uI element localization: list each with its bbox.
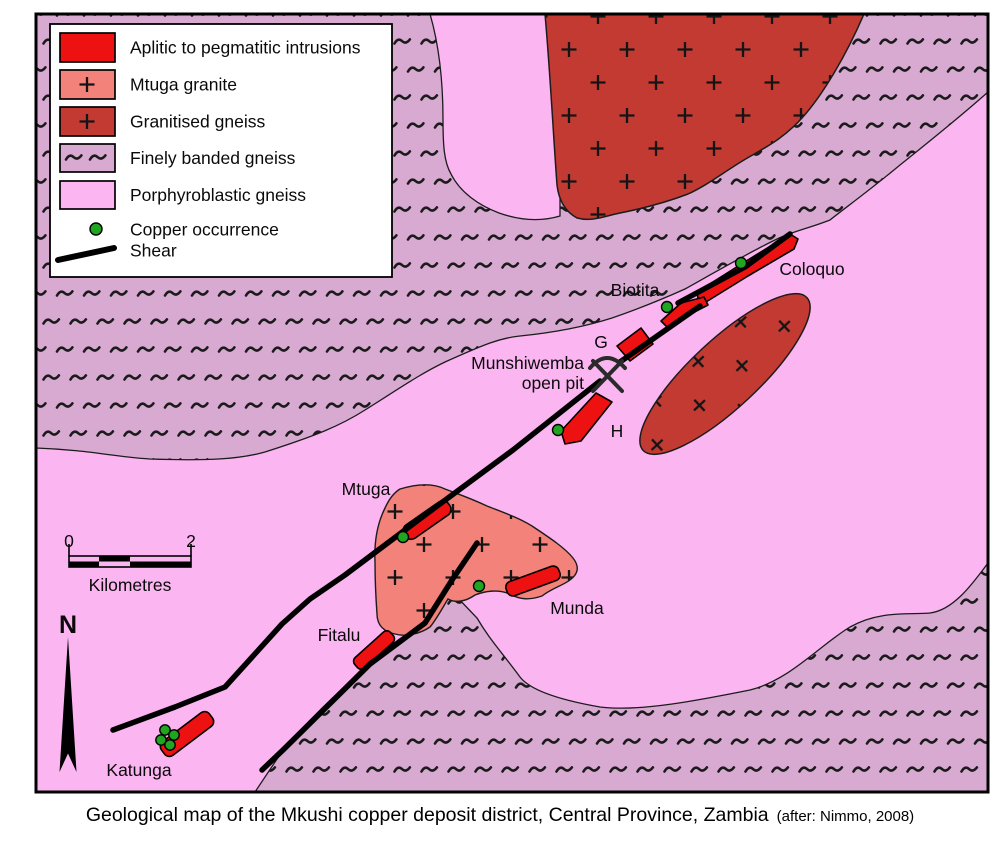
legend-copper-dot xyxy=(89,222,103,236)
label-coloquo: Coloquo xyxy=(779,259,844,279)
copper-dot-munda xyxy=(472,579,486,593)
scale-bar: 0 2 Kilometres xyxy=(64,531,196,595)
label-g: G xyxy=(594,332,608,352)
copper-dot-katunga-4 xyxy=(164,739,176,751)
crossed-hammers-icon xyxy=(588,356,627,393)
shear-main xyxy=(110,378,603,733)
legend-label-granitised-gneiss: Granitised gneiss xyxy=(130,112,265,132)
north-arrow-icon xyxy=(59,637,77,772)
shear-fitalu xyxy=(259,540,480,773)
scale-unit-label: Kilometres xyxy=(89,575,172,595)
legend-labels: Aplitic to pegmatitic intrusions Mtuga g… xyxy=(130,38,361,261)
caption-attribution: (after: Nimmo, 2008) xyxy=(776,808,915,825)
copper-dot-coloquo xyxy=(734,256,748,270)
copper-dot-biotita xyxy=(660,300,674,314)
scale-start-label: 0 xyxy=(64,531,74,551)
legend-label-copper: Copper occurrence xyxy=(130,220,279,240)
legend-label-shear: Shear xyxy=(130,241,177,261)
caption-title: Geological map of the Mkushi copper depo… xyxy=(85,804,769,826)
legend-label-aplitic: Aplitic to pegmatitic intrusions xyxy=(130,38,361,58)
label-mtuga: Mtuga xyxy=(342,479,391,499)
copper-dot-katunga-2 xyxy=(168,729,180,741)
copper-dot-mtuga xyxy=(396,530,410,544)
legend-swatch-porphyroblastic xyxy=(59,180,116,210)
intrusion-h xyxy=(560,392,613,445)
region-granitised-gneiss-north xyxy=(544,14,865,221)
label-biotita: Biotita xyxy=(611,280,660,300)
label-munshiwemba-line2: open pit xyxy=(522,373,584,393)
shear-upper-1 xyxy=(617,303,703,365)
north-arrow: N xyxy=(59,611,77,772)
map-regions: Coloquo Biotita G Munshiwemba open pit H… xyxy=(36,14,988,792)
label-munshiwemba-line1: Munshiwemba xyxy=(471,353,584,373)
legend-swatch-aplitic xyxy=(59,32,116,63)
map-caption: Geological map of the Mkushi copper depo… xyxy=(0,804,1000,827)
legend-swatch-banded-gneiss xyxy=(59,143,116,173)
copper-dot-h xyxy=(551,423,565,437)
legend-label-banded-gneiss: Finely banded gneiss xyxy=(130,148,296,168)
copper-occurrence-dots xyxy=(155,256,748,751)
north-label: N xyxy=(59,611,77,639)
legend-label-porphyroblastic: Porphyroblastic gneiss xyxy=(130,185,306,205)
legend-box: Aplitic to pegmatitic intrusions Mtuga g… xyxy=(49,23,393,278)
scale-end-label: 2 xyxy=(186,531,196,551)
map-frame xyxy=(34,12,990,794)
copper-dot-katunga-1 xyxy=(159,724,171,736)
label-munda: Munda xyxy=(550,598,604,618)
region-granitised-gneiss-ridge xyxy=(639,292,811,456)
intrusion-munda xyxy=(505,565,561,597)
legend-shear-line xyxy=(55,245,117,263)
region-porphyroblastic-tongue xyxy=(429,14,561,221)
label-h: H xyxy=(611,421,624,441)
label-katunga: Katunga xyxy=(106,760,171,780)
label-fitalu: Fitalu xyxy=(318,625,361,645)
legend-label-mtuga-granite: Mtuga granite xyxy=(130,75,237,95)
copper-dot-katunga-3 xyxy=(155,734,167,746)
map-labels: Coloquo Biotita G Munshiwemba open pit H… xyxy=(106,259,844,780)
